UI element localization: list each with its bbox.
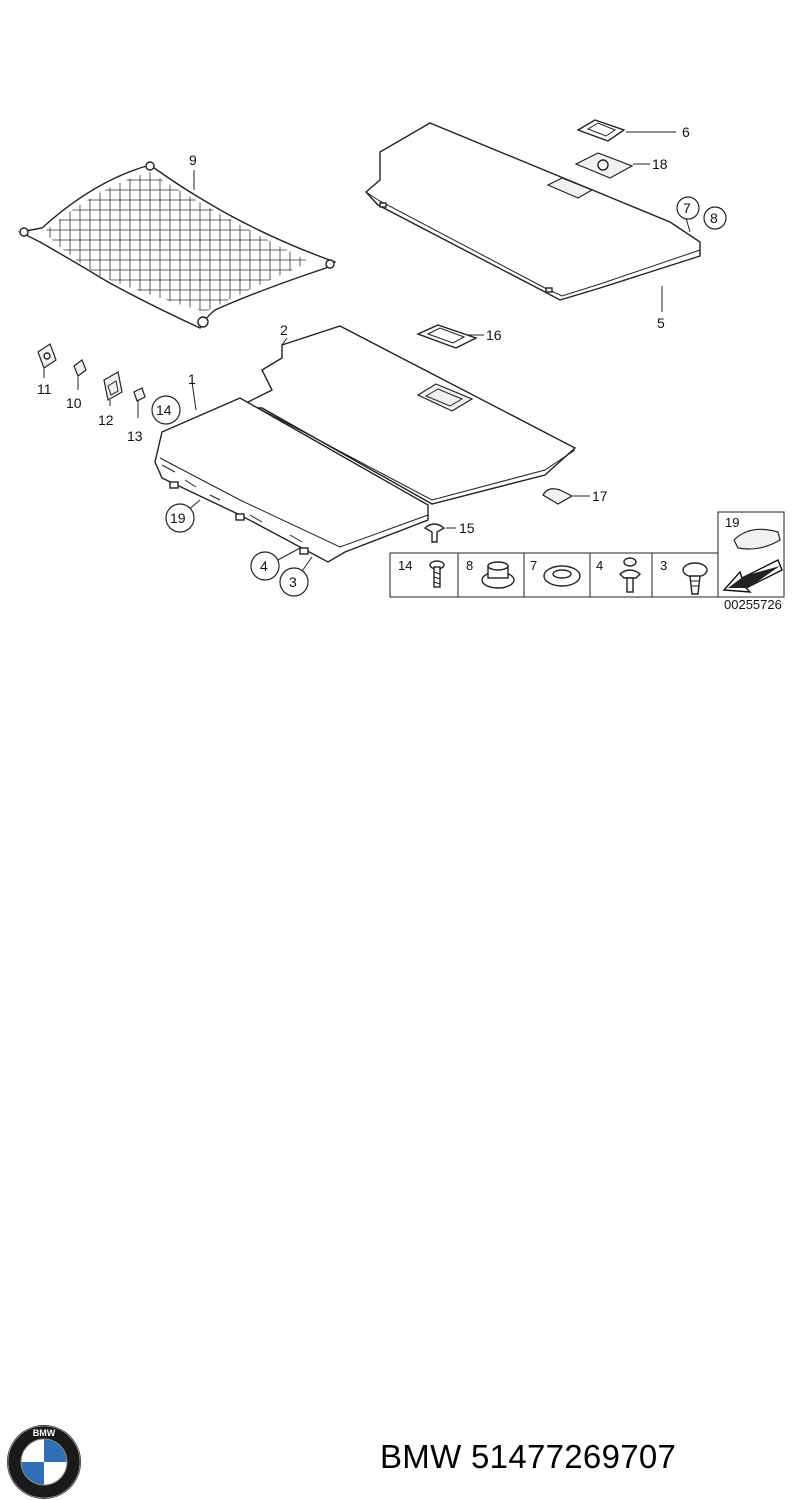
cover-6: 6: [576, 119, 690, 142]
label-3: 3: [289, 574, 297, 590]
callout-14: 14: [151, 395, 181, 425]
label-6: 6: [682, 124, 690, 140]
inset-label-19: 19: [725, 515, 739, 530]
arrow-icon: [722, 559, 783, 593]
label-12: 12: [98, 412, 114, 428]
callout-7-8: 7 8: [676, 196, 727, 233]
side-part-12: 12: [98, 371, 123, 428]
expanding-rivet-icon: [618, 557, 642, 593]
cover-insert-18: 18: [574, 152, 668, 179]
side-part-13: 13: [127, 387, 146, 444]
clip-nut-icon: [481, 561, 515, 589]
label-16: 16: [486, 327, 502, 343]
diagram-id: 00255726: [724, 597, 782, 612]
legend-label-8: 8: [466, 558, 473, 573]
parts-diagram: 9 5 6 18 7 8 2: [17, 119, 785, 612]
front-board: 1: [154, 371, 429, 563]
legend-label-4: 4: [596, 558, 603, 573]
lower-floor-board: 2: [247, 322, 577, 505]
callout-19: 19: [165, 499, 201, 533]
label-1: 1: [188, 371, 196, 387]
rivet-15: 15: [423, 520, 475, 543]
label-8: 8: [710, 210, 718, 226]
upper-floor-board: 5: [364, 122, 701, 331]
legend-label-14: 14: [398, 558, 412, 573]
screw-icon: [429, 560, 445, 588]
push-clip-icon: [682, 562, 708, 595]
footer: BMW BMW 51477269707: [0, 700, 800, 1499]
legend-label-3: 3: [660, 558, 667, 573]
label-13: 13: [127, 428, 143, 444]
handle-17: 17: [542, 488, 608, 505]
label-9: 9: [189, 152, 197, 168]
label-17: 17: [592, 488, 608, 504]
legend-label-7: 7: [530, 558, 537, 573]
label-19: 19: [170, 510, 186, 526]
bmw-logo: BMW: [7, 1425, 81, 1499]
label-11: 11: [37, 381, 52, 397]
label-10: 10: [66, 395, 82, 411]
side-part-11: 11: [37, 343, 57, 397]
part-number-caption: BMW 51477269707: [380, 1438, 677, 1475]
label-14: 14: [156, 402, 172, 418]
fastener-legend: 14 8 7 4 3: [389, 552, 719, 598]
inset-panel: 19: [717, 511, 785, 598]
label-15: 15: [459, 520, 475, 536]
label-7: 7: [683, 200, 691, 216]
label-18: 18: [652, 156, 668, 172]
callout-3: 3: [279, 556, 313, 597]
round-clip-icon: [543, 565, 581, 587]
label-5: 5: [657, 315, 665, 331]
side-part-10: 10: [66, 359, 87, 411]
logo-text: BMW: [33, 1428, 56, 1438]
label-4: 4: [260, 558, 268, 574]
callout-4: 4: [250, 547, 301, 581]
cargo-net: 9: [17, 152, 337, 329]
label-2: 2: [280, 322, 288, 338]
handle-cover-16: 16: [416, 324, 502, 349]
